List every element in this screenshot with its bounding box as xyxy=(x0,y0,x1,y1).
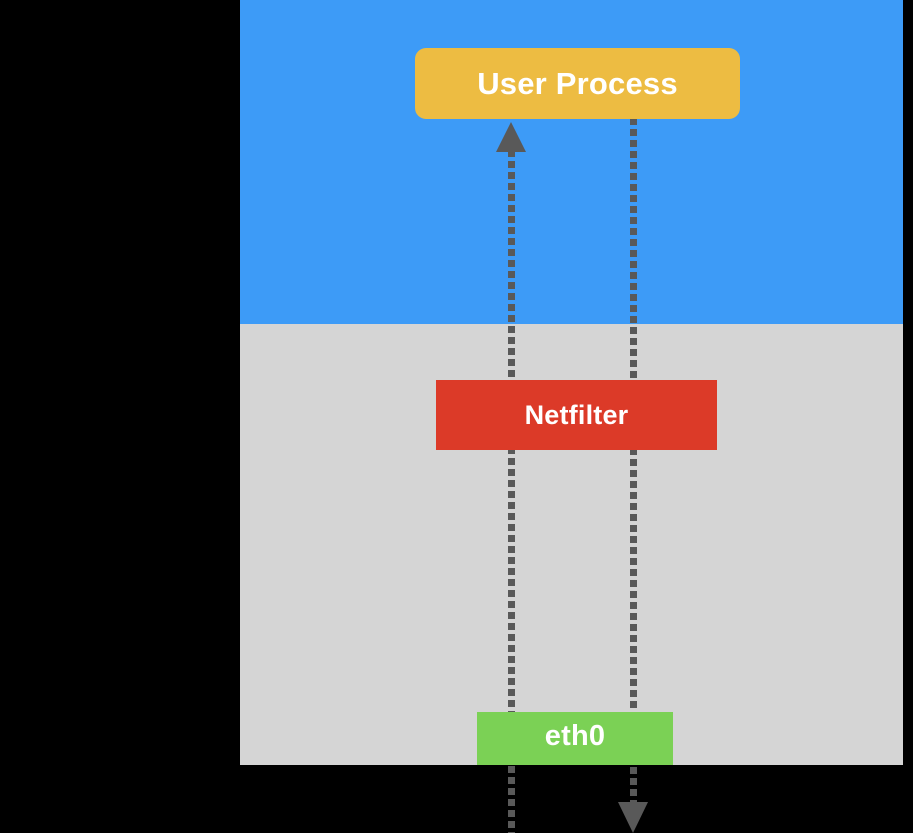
inbound-packet-flow-line xyxy=(508,150,515,833)
outbound-packet-flow-line xyxy=(630,118,637,808)
outbound-arrow-down-icon xyxy=(618,802,648,833)
node-user-process[interactable]: User Process xyxy=(415,48,740,119)
node-eth0[interactable]: eth0 xyxy=(477,712,673,765)
inbound-arrow-up-icon xyxy=(496,122,526,152)
node-netfilter-label: Netfilter xyxy=(524,399,629,430)
node-eth0-label: eth0 xyxy=(544,720,606,752)
node-netfilter[interactable]: Netfilter xyxy=(436,380,717,450)
node-user-process-label: User Process xyxy=(477,65,678,101)
